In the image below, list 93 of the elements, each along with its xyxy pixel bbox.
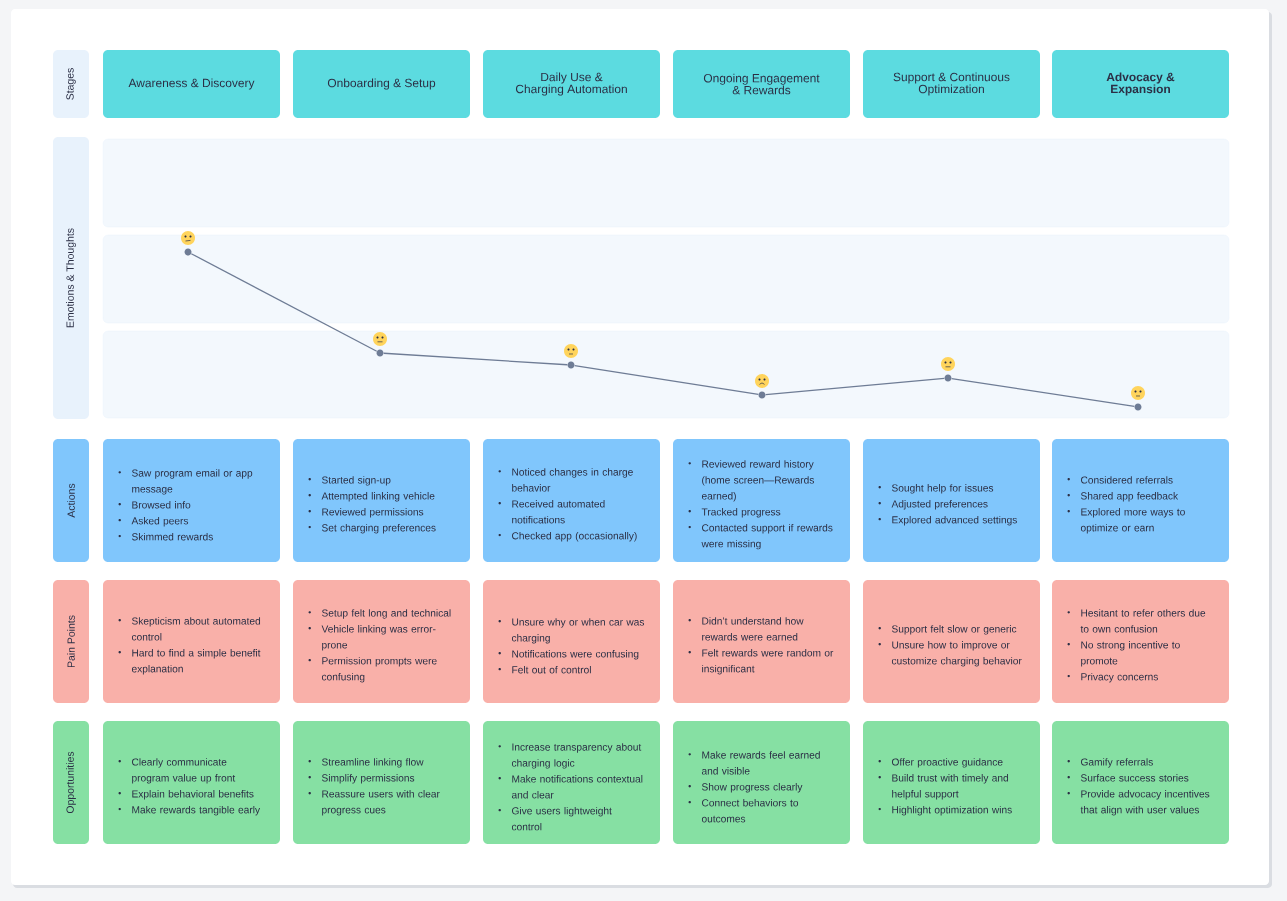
bullet-item: Skepticism about automated control — [118, 617, 261, 641]
bullet-item: Felt out of control — [498, 665, 591, 674]
bullet-item: Clearly communicate program value up front — [118, 758, 236, 784]
opportunity-card — [673, 721, 850, 844]
bullet-item: Contacted support if rewards were missing — [688, 523, 833, 550]
bullet-item: Noticed changes in charge behavior — [498, 468, 633, 492]
action-card — [673, 439, 850, 562]
bullet-item: Make rewards feel earned and visible — [688, 751, 820, 775]
row-header: Stages — [53, 50, 89, 118]
action-card — [103, 439, 280, 562]
bullet-item: Reassure users with clear progress cues — [308, 790, 440, 816]
stage-box: Advocacy & Expansion — [1052, 50, 1229, 118]
bullet-item: Hesitant to refer others due to own confusion — [1067, 609, 1206, 633]
bullet-item: Highlight optimization wins — [878, 805, 1012, 816]
stage-box: Support & Continuous Optimization — [863, 50, 1040, 118]
pain-point-card — [1052, 580, 1229, 703]
pain-point-card — [863, 580, 1040, 703]
bullet-item: Provide advocacy incentives that align with user values — [1067, 790, 1210, 816]
bullet-item: Felt rewards were random or insignificant — [688, 649, 834, 675]
bullet-item: Adjusted preferences — [878, 500, 988, 510]
bullet-item: Privacy concerns — [1067, 672, 1158, 683]
bullet-item: Give users lightweight control — [498, 806, 612, 831]
opportunity-card — [483, 721, 660, 844]
row-header: Emotions & Thoughts — [53, 137, 89, 419]
action-card — [293, 439, 470, 562]
stage-box: Onboarding & Setup — [293, 50, 470, 118]
bullet-item: Streamline linking flow — [308, 758, 424, 768]
bullet-item: Browsed info — [118, 501, 191, 509]
bullet-item: Make rewards tangible early — [118, 805, 261, 816]
bullet-item: Didn’t understand how rewards were earned — [688, 617, 804, 641]
bullet-item: Setup felt long and technical — [308, 609, 451, 619]
opportunity-card — [863, 721, 1040, 844]
bullet-item: Simplify permissions — [308, 774, 415, 784]
bullet-item: Notifications were confusing — [498, 650, 639, 660]
bullet-item: Gamify referrals — [1067, 758, 1153, 768]
bullet-item: Vehicle linking was error-prone — [308, 625, 436, 651]
bullet-item: Connect behaviors to outcomes — [688, 799, 799, 823]
data-point — [567, 361, 575, 369]
data-point — [1134, 403, 1142, 411]
bullet-item: Set charging preferences — [308, 523, 436, 534]
stage-box: Daily Use & Charging Automation — [483, 50, 660, 118]
bullet-item: Tracked progress — [688, 508, 781, 518]
bullet-item: Started sign-up — [308, 476, 391, 486]
line-segment — [951, 377, 1135, 408]
bullet-item: Permission prompts were confusing — [308, 657, 437, 683]
pain-point-card — [293, 580, 470, 703]
pain-point-card — [103, 580, 280, 703]
opportunity-card — [293, 721, 470, 844]
bullet-item: Hard to find a simple benefit explanation — [118, 649, 261, 675]
stage-box: Ongoing Engagement & Rewards — [673, 50, 850, 118]
bullet-item: Reviewed reward history (home screen—Rewards earned) — [688, 460, 814, 502]
line-segment — [765, 377, 945, 396]
bullet-item: Considered referrals — [1067, 476, 1173, 484]
bullet-item: Support felt slow or generic — [878, 625, 1017, 635]
bullet-item: Show progress clearly — [688, 783, 803, 793]
action-card — [863, 439, 1040, 562]
action-card — [1052, 439, 1229, 562]
bullet-item: Unsure how to improve or customize charging behavior — [878, 641, 1022, 667]
bullet-item: No strong incentive to promote — [1067, 641, 1180, 667]
row-header: Pain Points — [53, 580, 89, 703]
pain-point-card — [673, 580, 850, 703]
bullet-item: Unsure why or when car was charging — [498, 618, 645, 644]
stage-box: Awareness & Discovery — [103, 50, 280, 118]
bullet-item: Saw program email or app message — [118, 469, 253, 495]
bullet-item: Skimmed rewards — [118, 532, 213, 541]
bullet-item: Reviewed permissions — [308, 508, 424, 518]
pain-point-card — [483, 580, 660, 703]
bullet-item: Make notifications contextual and clear — [498, 775, 643, 799]
bullet-item: Build trust with timely and helpful support — [878, 774, 1009, 800]
row-header: Actions — [53, 439, 89, 562]
opportunity-card — [1052, 721, 1229, 844]
bullet-item: Explored advanced settings — [878, 516, 1017, 526]
bullet-item: Explored more ways to optimize or earn — [1067, 508, 1185, 534]
bullet-item: Shared app feedback — [1067, 492, 1179, 502]
bullet-item: Asked peers — [118, 517, 189, 527]
action-card — [483, 439, 660, 562]
line-segment — [383, 352, 568, 366]
bullet-item: Explain behavioral benefits — [118, 790, 254, 800]
row-header: Opportunities — [53, 721, 89, 844]
bullet-item: Attempted linking vehicle — [308, 492, 435, 502]
data-point — [376, 349, 384, 357]
bullet-item: Sought help for issues — [878, 484, 994, 494]
opportunity-card — [103, 721, 280, 844]
data-point — [758, 391, 766, 399]
line-segment — [190, 253, 378, 352]
bullet-item: Offer proactive guidance — [878, 758, 1003, 768]
data-point — [944, 374, 952, 382]
bullet-item: Received automated notifications — [498, 500, 605, 524]
line-segment — [574, 364, 759, 396]
data-point — [184, 248, 192, 256]
bullet-item: Surface success stories — [1067, 774, 1189, 782]
bullet-item: Checked app (occasionally) — [498, 531, 637, 542]
bullet-item: Increase transparency about charging logic — [498, 743, 642, 769]
